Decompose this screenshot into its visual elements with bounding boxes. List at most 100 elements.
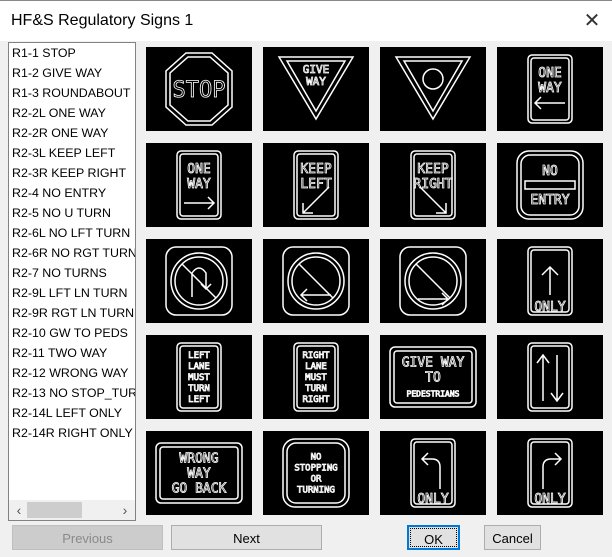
scroll-left-icon[interactable]: ‹ xyxy=(16,502,22,518)
sign-text: MUST xyxy=(188,373,210,383)
sign-text: NO xyxy=(542,164,558,179)
sign-graphic xyxy=(399,246,467,316)
sign-text: WAY xyxy=(538,81,562,96)
list-item[interactable]: R2-6R NO RGT TURN xyxy=(12,246,136,260)
list-item[interactable]: R2-6L NO LFT TURN xyxy=(12,226,131,240)
sign-graphic: ONLY xyxy=(527,246,573,316)
sign-text: WRONG xyxy=(179,451,218,466)
list-item[interactable]: R2-13 NO STOP_TUR xyxy=(12,386,136,400)
sign-thumbnail[interactable] xyxy=(263,239,369,323)
sign-text: GIVE xyxy=(303,63,330,76)
ok-button[interactable]: OK xyxy=(407,525,460,550)
list-item[interactable]: R2-2L ONE WAY xyxy=(12,106,106,120)
window-title: HF&S Regulatory Signs 1 xyxy=(11,12,194,29)
sign-text: RIGHT xyxy=(302,351,330,361)
sign-text: LANE xyxy=(188,362,210,372)
sign-text: ONE xyxy=(187,162,210,177)
sign-thumbnail[interactable]: STOP xyxy=(146,47,252,131)
list-item[interactable]: R2-2R ONE WAY xyxy=(12,126,109,140)
list-item[interactable]: R1-2 GIVE WAY xyxy=(12,66,103,80)
scroll-right-icon[interactable]: › xyxy=(122,502,128,518)
sign-text: ONLY xyxy=(417,492,448,507)
sign-text: TURN xyxy=(188,384,210,394)
sign-graphic: NO ENTRY xyxy=(516,150,584,220)
previous-button[interactable]: Previous xyxy=(12,525,163,550)
sign-text: STOPPING xyxy=(294,464,337,474)
list-item[interactable]: R1-3 ROUNDABOUT xyxy=(12,86,131,100)
sign-thumbnail[interactable] xyxy=(380,239,486,323)
list-item[interactable]: R2-10 GW TO PEDS xyxy=(12,326,128,340)
sign-text: LANE xyxy=(305,362,327,372)
sign-thumbnail[interactable] xyxy=(380,47,486,131)
previous-label: Previous xyxy=(62,531,113,546)
sign-text: TO xyxy=(425,370,441,385)
sign-thumbnail[interactable]: ONLY xyxy=(380,431,486,515)
sign-text: KEEP xyxy=(300,162,331,177)
list-item[interactable]: R2-3L KEEP LEFT xyxy=(12,146,116,160)
sign-list[interactable]: R1-1 STOP R1-2 GIVE WAY R1-3 ROUNDABOUT R2-… xyxy=(8,42,136,521)
scroll-thumb[interactable] xyxy=(27,502,82,518)
sign-text: ENTRY xyxy=(530,193,569,208)
sign-text: WAY xyxy=(187,466,211,481)
title-bar: HF&S Regulatory Signs 1 ✕ xyxy=(0,0,612,41)
close-icon[interactable]: ✕ xyxy=(583,10,601,32)
cancel-button[interactable]: Cancel xyxy=(484,525,541,550)
sign-text: ONE xyxy=(538,66,561,81)
sign-thumbnail[interactable]: ONLY xyxy=(497,431,603,515)
list-item[interactable]: R2-5 NO U TURN xyxy=(12,206,111,220)
sign-text: PEDESTRIANS xyxy=(407,389,460,398)
ok-label: OK xyxy=(424,532,443,547)
sign-text: ONLY xyxy=(534,300,565,315)
list-item[interactable]: R2-12 WRONG WAY xyxy=(12,366,129,380)
list-item[interactable]: R2-9L LFT LN TURN xyxy=(12,286,128,300)
list-item[interactable]: R2-3R KEEP RIGHT xyxy=(12,166,127,180)
sign-thumbnail[interactable]: NO ENTRY xyxy=(497,143,603,227)
sign-text: NO xyxy=(311,453,322,463)
sign-thumbnail[interactable] xyxy=(146,239,252,323)
sign-text: TURNING xyxy=(297,486,335,496)
next-button[interactable]: Next xyxy=(171,525,322,550)
sign-graphic: ONLY xyxy=(410,438,456,508)
sign-text: MUST xyxy=(305,373,327,383)
horizontal-scrollbar[interactable]: ‹ › xyxy=(9,500,135,520)
list-item[interactable]: R1-1 STOP xyxy=(12,46,76,60)
next-label: Next xyxy=(233,531,260,546)
sign-text: TURN xyxy=(305,384,327,394)
list-item[interactable]: R2-7 NO TURNS xyxy=(12,266,107,280)
sign-graphic xyxy=(165,246,233,316)
cancel-label: Cancel xyxy=(492,531,533,546)
sign-graphic xyxy=(394,56,472,121)
sign-text: GO BACK xyxy=(172,481,227,496)
list-item[interactable]: R2-11 TWO WAY xyxy=(12,346,108,360)
list-item[interactable]: R2-14L LEFT ONLY xyxy=(12,406,122,420)
list-item[interactable]: R2-9R RGT LN TURN xyxy=(12,306,135,320)
sign-text: WAY xyxy=(306,75,326,88)
sign-text: LEFT xyxy=(188,351,210,361)
list-item[interactable]: R2-4 NO ENTRY xyxy=(12,186,107,200)
sign-text: LEFT xyxy=(300,177,331,192)
sign-text: WAY xyxy=(187,177,211,192)
sign-graphic xyxy=(527,342,573,412)
sign-thumbnail[interactable]: ONLY xyxy=(497,239,603,323)
sign-text: LEFT xyxy=(188,395,210,405)
sign-thumbnail[interactable] xyxy=(497,335,603,419)
list-item[interactable]: R2-14R RIGHT ONLY xyxy=(12,426,133,440)
sign-text: RIGHT xyxy=(302,395,330,405)
